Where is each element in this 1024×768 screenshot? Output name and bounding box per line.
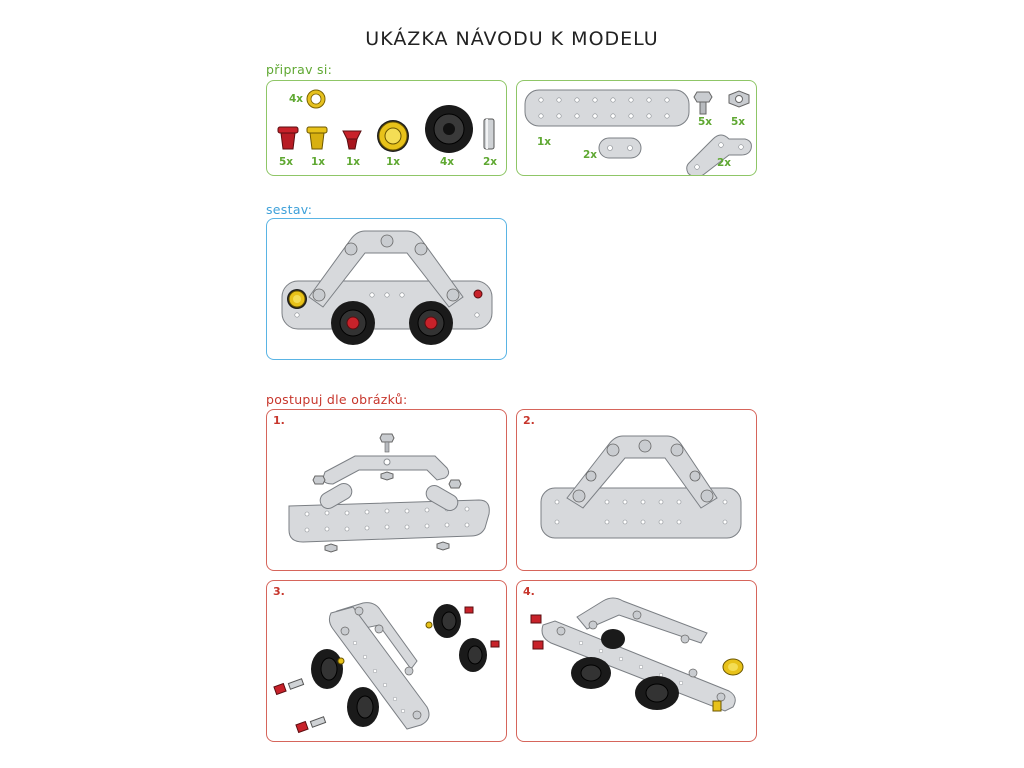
step-4-panel: 4. (516, 580, 757, 742)
count-angle-strip: 2x (717, 157, 732, 169)
step-number: 1. (273, 414, 285, 427)
assembled-car-illustration (281, 230, 493, 345)
step-3-panel: 3. (266, 580, 507, 742)
angle-strip-icon (686, 134, 752, 175)
step-2-panel: 2. (516, 409, 757, 571)
count-yellow-cap: 1x (311, 156, 326, 168)
small-parts-illustration (277, 89, 495, 153)
black-wheel-icon (425, 105, 473, 153)
count-red-cap: 5x (279, 156, 294, 168)
step-number: 2. (523, 414, 535, 427)
step-3-illustration (273, 602, 500, 734)
section-label-follow: postupuj dle obrázků: (266, 392, 408, 407)
step-number: 4. (523, 585, 535, 598)
yellow-wheel-icon (377, 120, 409, 152)
axle-icon (483, 118, 495, 150)
step-2-illustration (540, 435, 742, 539)
parts-panel-small-pieces: 4x 5x 1x 1x 1x 4x 2x (266, 80, 507, 176)
bolt-icon (693, 91, 713, 115)
nut-icon (728, 90, 750, 108)
long-strip-icon (524, 89, 690, 127)
step-4-illustration (530, 597, 744, 712)
short-strip-icon (598, 137, 642, 159)
count-nut: 5x (731, 116, 746, 128)
count-long-strip: 1x (537, 136, 552, 148)
count-red-cone: 1x (346, 156, 361, 168)
section-label-prepare: připrav si: (266, 62, 333, 77)
count-bolt: 5x (698, 116, 713, 128)
yellow-cap-icon (306, 126, 328, 150)
count-ring: 4x (289, 93, 304, 105)
step-1-illustration (288, 433, 490, 553)
count-axle: 2x (483, 156, 498, 168)
count-short-strip: 2x (583, 149, 598, 161)
red-cone-icon (342, 130, 362, 150)
count-black-wheel: 4x (440, 156, 455, 168)
step-number: 3. (273, 585, 285, 598)
section-label-assemble: sestav: (266, 202, 313, 217)
page-title: UKÁZKA NÁVODU K MODELU (365, 28, 659, 50)
assembled-model-panel (266, 218, 507, 360)
red-cap-icon (277, 126, 299, 150)
metal-parts-illustration (524, 89, 752, 175)
step-1-panel: 1. (266, 409, 507, 571)
parts-panel-metal-pieces: 1x 5x 5x 2x 2x (516, 80, 757, 176)
count-yellow-wheel: 1x (386, 156, 401, 168)
